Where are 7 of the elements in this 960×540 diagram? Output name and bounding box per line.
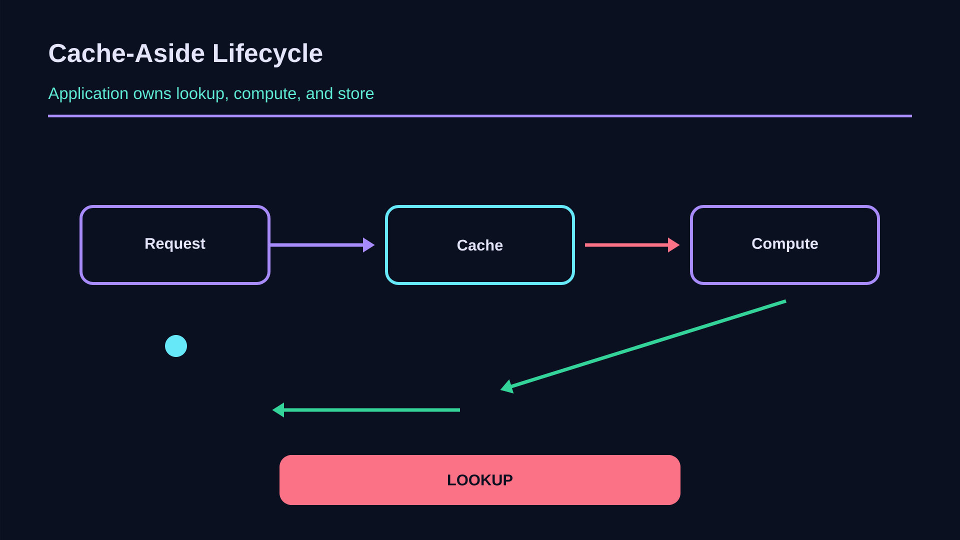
dot-marker <box>165 335 187 357</box>
process-box: Request <box>80 205 270 285</box>
subtitle: Application owns lookup, compute, and store <box>48 87 374 102</box>
process-box: Cache <box>385 205 575 285</box>
process-box: Compute <box>690 205 880 285</box>
lookup-bar: LOOKUP <box>280 455 680 505</box>
title: Cache-Aside Lifecycle <box>49 43 322 68</box>
